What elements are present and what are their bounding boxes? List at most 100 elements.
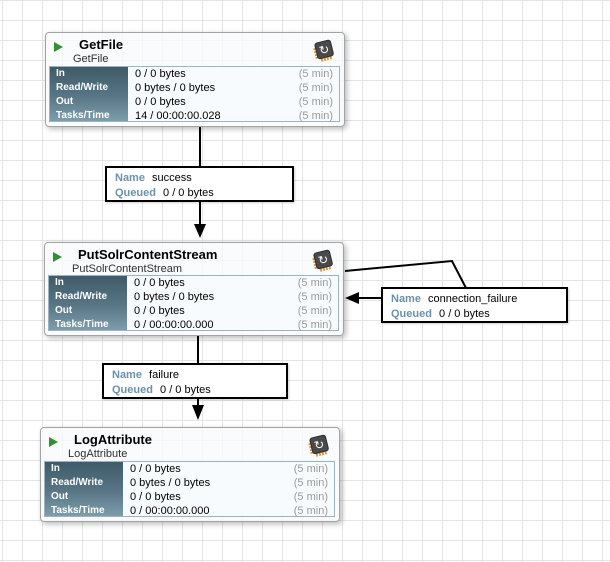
stats-label: In: [51, 463, 60, 474]
processor-title: GetFile: [79, 37, 124, 52]
stats-row-in: In 0 / 0 bytes (5 min): [45, 462, 334, 476]
connection-queued-row: Queued 0 / 0 bytes: [115, 186, 284, 201]
connection-self-loop-line[interactable]: [344, 259, 467, 289]
stats-row-out: Out 0 / 0 bytes (5 min): [50, 95, 339, 109]
stats-value: 0 / 00:00:00.000: [130, 505, 210, 517]
connection-label-connection-failure[interactable]: Name connection_failure Queued 0 / 0 byt…: [381, 287, 568, 323]
connection-queued-value: 0 / 0 bytes: [160, 384, 211, 396]
stats-label: Read/Write: [51, 477, 104, 488]
stats-value: 0 / 0 bytes: [130, 491, 181, 503]
processor-getfile[interactable]: GetFile GetFile ↻ In: [45, 32, 345, 127]
stats-value: 14 / 00:00:00.028: [135, 110, 221, 122]
stats-label-column: [49, 276, 127, 330]
connection-name-row: Name connection_failure: [391, 292, 558, 307]
processor-title: LogAttribute: [74, 432, 152, 447]
stats-label: Out: [51, 491, 69, 502]
connection-name-key: Name: [115, 172, 145, 184]
processor-title: PutSolrContentStream: [78, 247, 218, 262]
connection-self-loop-arrowhead: [345, 292, 359, 304]
stats-label: Tasks/Time: [51, 505, 105, 516]
stats-row-out: Out 0 / 0 bytes (5 min): [45, 490, 334, 504]
stats-value: 0 / 0 bytes: [135, 68, 186, 80]
stats-row-readwrite: Read/Write 0 bytes / 0 bytes (5 min): [49, 290, 338, 304]
stats-window: (5 min): [293, 477, 328, 489]
stats-window: (5 min): [297, 319, 332, 331]
stats-label: Tasks/Time: [56, 110, 110, 121]
connection-queued-key: Queued: [391, 308, 432, 320]
connection-name-key: Name: [112, 369, 142, 381]
connection-success-arrowhead: [194, 224, 206, 238]
connection-queued-row: Queued 0 / 0 bytes: [391, 307, 558, 322]
connection-queued-row: Queued 0 / 0 bytes: [112, 383, 278, 398]
connection-name-row: Name failure: [112, 368, 278, 383]
connection-name-value: failure: [149, 369, 179, 381]
stats-window: (5 min): [298, 110, 333, 122]
stats-label: In: [56, 68, 65, 79]
connection-label-success[interactable]: Name success Queued 0 / 0 bytes: [105, 166, 294, 202]
stats-label: Read/Write: [55, 291, 108, 302]
connection-name-value: success: [152, 172, 192, 184]
stats-value: 0 bytes / 0 bytes: [135, 82, 216, 94]
processor-header: GetFile GetFile ↻: [46, 33, 344, 66]
processor-header: PutSolrContentStream PutSolrContentStrea…: [45, 243, 343, 276]
stats-row-readwrite: Read/Write 0 bytes / 0 bytes (5 min): [50, 81, 339, 95]
processor-chip-icon: ↻: [313, 39, 334, 62]
stats-row-in: In 0 / 0 bytes (5 min): [50, 67, 339, 81]
run-status-running-icon: [53, 252, 62, 262]
processor-stats-table: In 0 / 0 bytes (5 min) Read/Write 0 byte…: [44, 461, 335, 517]
run-status-running-icon: [49, 437, 58, 447]
stats-label: In: [55, 277, 64, 288]
stats-label: Out: [55, 305, 73, 316]
stats-row-readwrite: Read/Write 0 bytes / 0 bytes (5 min): [45, 476, 334, 490]
processor-type: LogAttribute: [68, 448, 128, 460]
stats-value: 0 bytes / 0 bytes: [130, 477, 211, 489]
connection-queued-key: Queued: [115, 187, 156, 199]
svg-text:↻: ↻: [313, 437, 326, 453]
stats-label: Out: [56, 96, 74, 107]
stats-window: (5 min): [298, 82, 333, 94]
stats-window: (5 min): [297, 291, 332, 303]
stats-row-out: Out 0 / 0 bytes (5 min): [49, 304, 338, 318]
stats-value: 0 / 0 bytes: [134, 305, 185, 317]
processor-stats-table: In 0 / 0 bytes (5 min) Read/Write 0 byte…: [48, 275, 339, 331]
svg-text:↻: ↻: [318, 42, 331, 58]
stats-value: 0 / 00:00:00.000: [134, 319, 214, 331]
stats-row-taskstime: Tasks/Time 0 / 00:00:00.000 (5 min): [49, 318, 338, 332]
stats-value: 0 / 0 bytes: [134, 277, 185, 289]
stats-window: (5 min): [297, 305, 332, 317]
svg-text:↻: ↻: [317, 252, 330, 268]
stats-window: (5 min): [293, 491, 328, 503]
run-status-running-icon: [54, 42, 63, 52]
processor-logattribute[interactable]: LogAttribute LogAttribute ↻: [40, 427, 340, 522]
stats-row-in: In 0 / 0 bytes (5 min): [49, 276, 338, 290]
stats-row-taskstime: Tasks/Time 14 / 00:00:00.028 (5 min): [50, 109, 339, 123]
processor-stats-table: In 0 / 0 bytes (5 min) Read/Write 0 byte…: [49, 66, 340, 122]
stats-label-column: [50, 67, 128, 121]
stats-label: Read/Write: [56, 82, 109, 93]
processor-header: LogAttribute LogAttribute ↻: [41, 428, 339, 461]
stats-window: (5 min): [297, 277, 332, 289]
stats-label: Tasks/Time: [55, 319, 109, 330]
stats-value: 0 / 0 bytes: [135, 96, 186, 108]
connection-label-failure[interactable]: Name failure Queued 0 / 0 bytes: [102, 363, 288, 399]
processor-chip-icon: ↻: [312, 249, 333, 272]
processor-putsolrcontentstream[interactable]: PutSolrContentStream PutSolrContentStrea…: [44, 242, 344, 336]
processor-type: GetFile: [73, 53, 109, 65]
stats-value: 0 bytes / 0 bytes: [134, 291, 215, 303]
stats-row-taskstime: Tasks/Time 0 / 00:00:00.000 (5 min): [45, 504, 334, 518]
connection-name-value: connection_failure: [428, 293, 518, 305]
connection-name-key: Name: [391, 293, 421, 305]
connection-failure-arrowhead: [192, 405, 204, 420]
connection-queued-value: 0 / 0 bytes: [163, 187, 214, 199]
connection-name-row: Name success: [115, 171, 284, 186]
stats-window: (5 min): [293, 505, 328, 517]
stats-value: 0 / 0 bytes: [130, 463, 181, 475]
processor-chip-icon: ↻: [308, 434, 329, 457]
connection-queued-value: 0 / 0 bytes: [439, 308, 490, 320]
stats-label-column: [45, 462, 123, 516]
processor-type: PutSolrContentStream: [72, 263, 183, 275]
stats-window: (5 min): [293, 463, 328, 475]
stats-window: (5 min): [298, 68, 333, 80]
stats-window: (5 min): [298, 96, 333, 108]
